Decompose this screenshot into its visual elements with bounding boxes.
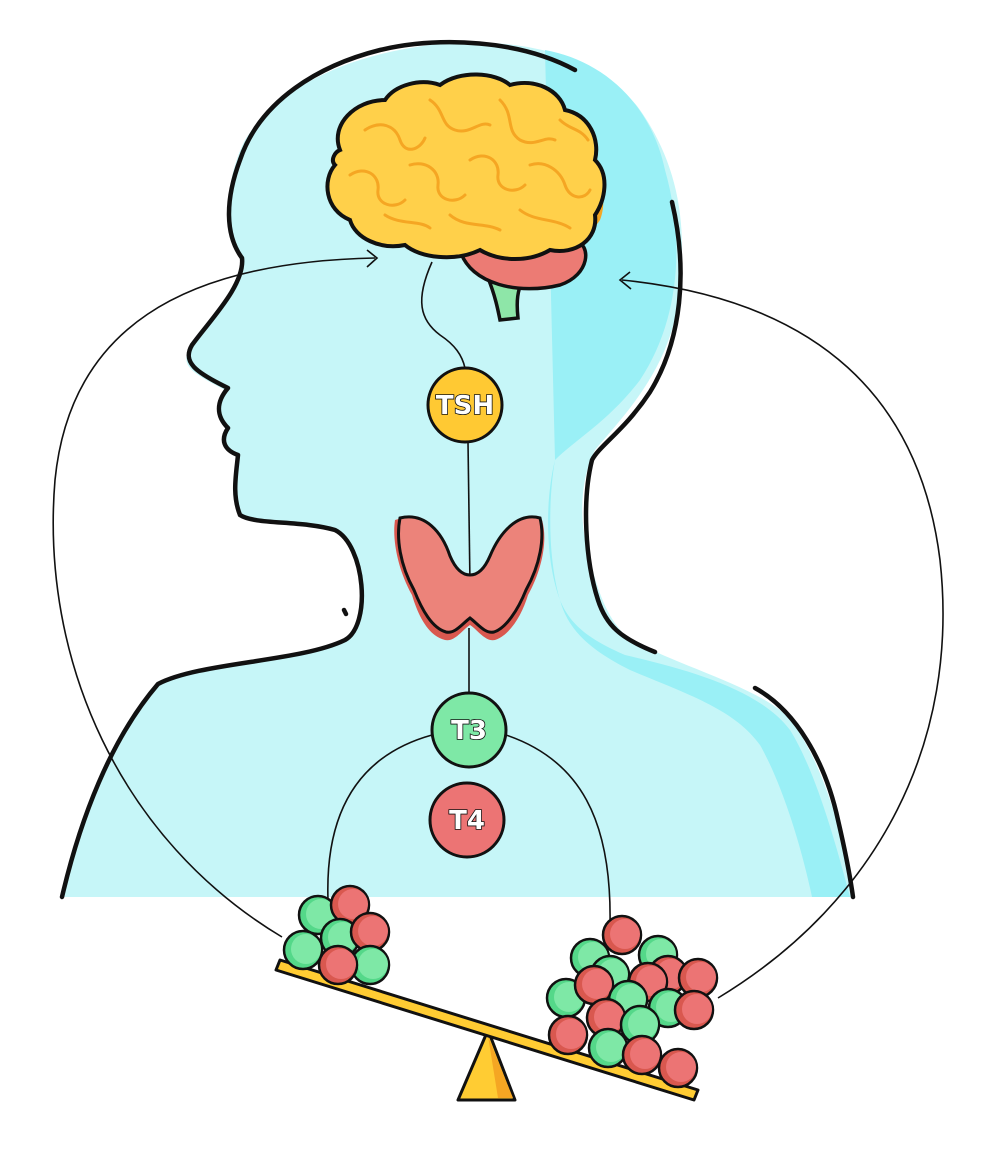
t4-molecule [621, 1034, 663, 1076]
brain-folds [348, 98, 592, 232]
feedback-loops [52, 249, 944, 999]
t3-molecule [619, 1004, 661, 1046]
line-t3-to-right [505, 734, 611, 926]
t4-molecule [657, 1047, 699, 1089]
tsh-circle [426, 366, 504, 444]
fulcrum-shade [488, 1036, 513, 1098]
t3-molecule [282, 929, 324, 971]
hormone-cluster-right [545, 914, 719, 1089]
head-outline-back [583, 199, 683, 655]
arrow-head-left [366, 249, 379, 268]
shoulder-outline-right [752, 685, 856, 900]
body-shade [545, 50, 850, 897]
t3-molecule [587, 1027, 629, 1069]
t4-molecule [601, 914, 643, 956]
t4-molecule [585, 997, 627, 1039]
line-pituitary-to-tsh [420, 261, 466, 369]
t4-node: T4 [428, 781, 506, 859]
t4-molecule [547, 1014, 589, 1056]
tsh-label: TSH [436, 391, 494, 421]
neck-back-mark [341, 607, 349, 617]
balance-scale-icon [274, 958, 700, 1102]
t4-molecule [349, 911, 391, 953]
feedback-arc-left [52, 257, 376, 938]
line-tsh-to-thyroid [467, 441, 471, 586]
t4-molecule [317, 944, 359, 986]
arrow-head-right [618, 271, 632, 290]
t3-label: T3 [451, 716, 487, 746]
t3-molecule [349, 944, 391, 986]
feedback-arc-right [621, 279, 944, 999]
t4-molecule [677, 957, 719, 999]
head-outline-front [59, 40, 578, 900]
hormone-cluster-left [282, 884, 391, 986]
line-t3-to-left [327, 734, 433, 901]
t4-label: T4 [449, 806, 485, 836]
tsh-node: TSH [426, 366, 504, 444]
t3-circle [430, 691, 508, 769]
t4-circle [428, 781, 506, 859]
human-silhouette [59, 40, 856, 900]
cerebrum [325, 72, 607, 261]
t4-molecule [329, 884, 371, 926]
signal-lines [327, 261, 611, 926]
thyroid-lobes [397, 515, 544, 634]
t4-molecule [673, 989, 715, 1031]
brain-icon [325, 72, 607, 322]
t3-node: T3 [430, 691, 508, 769]
thyroid-gland-icon [394, 515, 545, 641]
